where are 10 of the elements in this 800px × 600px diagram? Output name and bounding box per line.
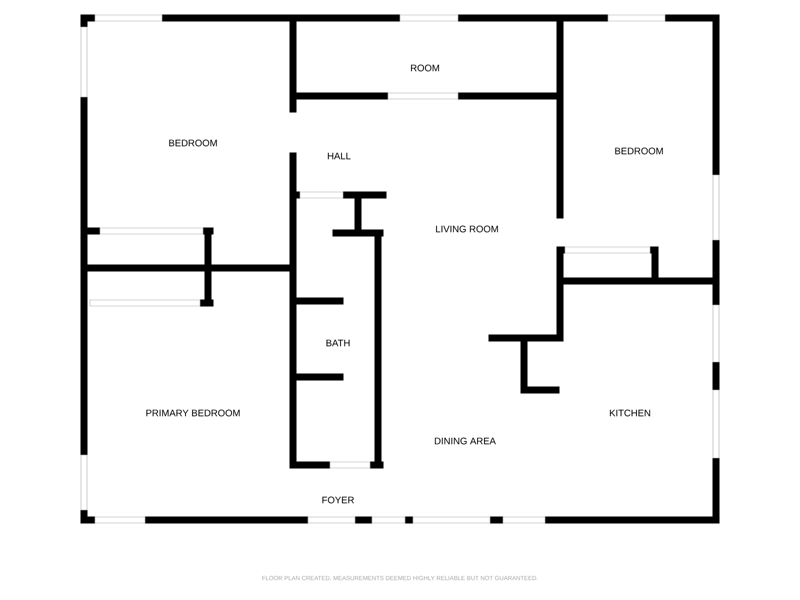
room-label: PRIMARY BEDROOM [146, 410, 240, 416]
room-label: HALL [328, 152, 351, 160]
room-label: BEDROOM [169, 140, 217, 146]
room-label: BEDROOM [615, 148, 663, 154]
room-label: DINING AREA [434, 438, 496, 444]
room-label: FOYER [322, 496, 354, 504]
room-label: ROOM [411, 64, 439, 72]
room-label: BATH [326, 340, 350, 346]
room-label: LIVING ROOM [436, 226, 498, 232]
room-label: KITCHEN [610, 410, 650, 416]
